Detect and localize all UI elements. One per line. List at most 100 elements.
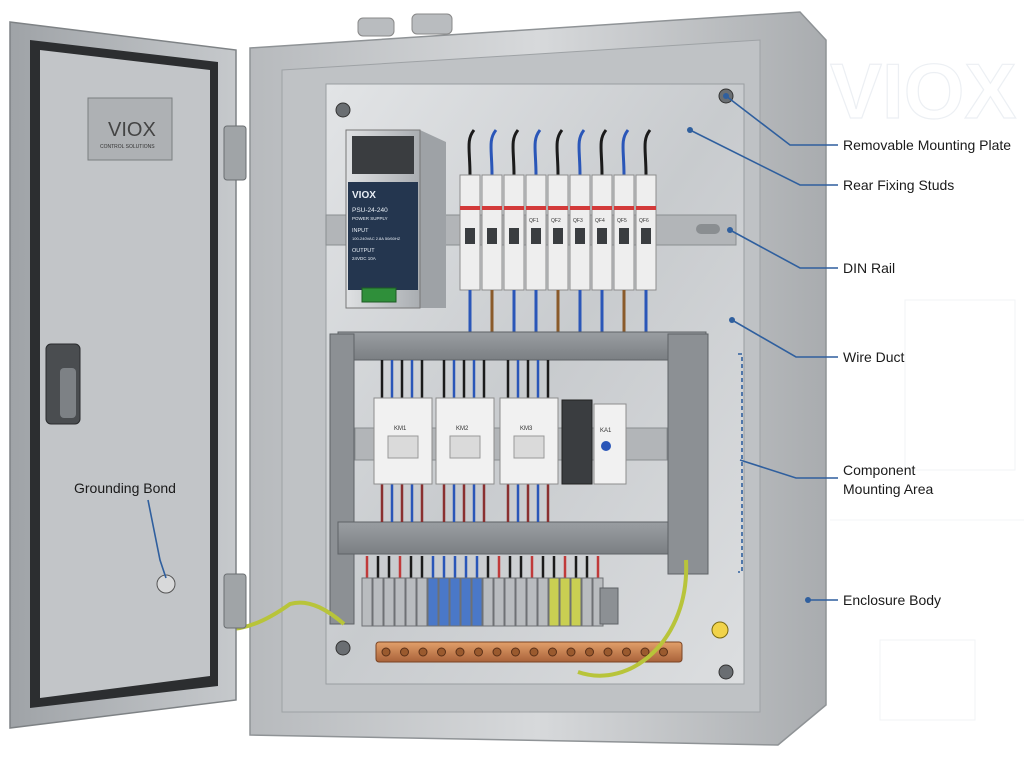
leader-wire-duct (731, 319, 838, 358)
breaker-toggle (553, 228, 563, 244)
bus-screw (492, 647, 502, 657)
contactor-window (449, 435, 481, 459)
latch-handle (60, 368, 76, 418)
breaker-stripe (526, 206, 546, 210)
bus-screw (437, 647, 446, 657)
contactor-label: KM2 (456, 426, 469, 432)
circuit-breaker: QF1 (525, 129, 547, 332)
psu-label-panel (348, 182, 418, 290)
breaker-wire (533, 129, 542, 176)
background-blueprint: VIOX (829, 46, 1024, 721)
terminal-block (405, 556, 417, 627)
label-rear-fixing-studs: Rear Fixing Studs (843, 177, 954, 193)
terminal-body (559, 577, 571, 627)
breaker-toggle (487, 228, 497, 244)
leader-din-rail (729, 229, 838, 269)
psu-brand: VIOX (352, 190, 376, 201)
bus-bar-screws (381, 647, 668, 657)
dot-wire-duct (729, 317, 735, 323)
breaker-stripe (592, 206, 612, 210)
breaker-toggle (597, 228, 607, 244)
bus-screw (455, 647, 465, 657)
leader-component-mounting-area (739, 459, 838, 479)
terminal-block (570, 556, 582, 627)
terminal-body (383, 577, 395, 627)
terminal-body (427, 577, 439, 627)
terminal-body (471, 577, 483, 627)
contactor: KM2 (435, 360, 495, 522)
breaker-wire (577, 129, 586, 176)
terminal-block (581, 556, 593, 627)
terminal-block (449, 556, 461, 627)
terminal-body (482, 577, 494, 627)
terminal-body (493, 577, 505, 627)
terminal-block (416, 556, 428, 627)
terminal-body (449, 577, 461, 627)
breaker-label: QF3 (573, 218, 583, 224)
breaker-wire (621, 129, 630, 176)
breaker-wire (555, 129, 564, 176)
breaker-label: QF6 (639, 218, 649, 224)
duct-left (329, 333, 355, 625)
relay-indicator (601, 441, 611, 451)
terminal-body (515, 577, 527, 627)
circuit-breaker (503, 129, 525, 332)
watermark-logo: VIOX (830, 47, 1016, 135)
power-supply: VIOX PSU-24-240 POWER SUPPLY INPUT 100-2… (345, 129, 446, 309)
overload-body (561, 399, 593, 485)
breaker-wire (511, 129, 520, 176)
ground-symbol (711, 621, 729, 639)
breaker-wire (467, 129, 476, 176)
label-din-rail: DIN Rail (843, 260, 895, 276)
terminal-block (438, 556, 450, 627)
psu-vent (352, 136, 414, 174)
breaker-stripe (636, 206, 656, 210)
circuit-breaker: QF6 (635, 129, 657, 332)
bus-screw (603, 647, 613, 657)
circuit-breaker: QF4 (591, 129, 613, 332)
terminal-block (526, 556, 538, 627)
duct-right (667, 333, 709, 575)
label-component-mounting-area-line2: Mounting Area (843, 481, 933, 497)
contactor: KM3 (499, 360, 559, 522)
terminal-body (460, 577, 472, 627)
duct-middle (337, 521, 669, 555)
terminal-body (416, 577, 428, 627)
terminal-block (383, 556, 395, 627)
label-grounding-bond: Grounding Bond (74, 480, 176, 496)
psu-output-spec: 24VDC 10A (352, 256, 376, 261)
terminal-block (493, 556, 505, 627)
bus-screw (566, 647, 576, 657)
hinge-top (223, 125, 247, 181)
terminal-body (438, 577, 450, 627)
contactor: KM1 (373, 360, 433, 522)
bus-screw (529, 647, 539, 657)
circuit-breaker (481, 129, 503, 332)
label-component-mounting-area-line1: Component (843, 462, 915, 478)
terminal-body (361, 577, 373, 627)
copper-bar (375, 641, 683, 663)
breaker-stripe (482, 206, 502, 210)
breaker-toggle (531, 228, 541, 244)
psu-output-label: OUTPUT (352, 248, 375, 254)
breaker-toggle (509, 228, 519, 244)
terminal-block (504, 556, 516, 627)
breaker-stripe (460, 206, 480, 210)
bus-screw (659, 647, 668, 657)
breaker-toggle (575, 228, 585, 244)
circuit-breaker: QF2 (547, 129, 569, 332)
terminal-body (394, 577, 406, 627)
contactor-window (513, 435, 545, 459)
blueprint-box-2 (879, 639, 976, 721)
bus-screw (418, 647, 428, 657)
breaker-label: QF1 (529, 218, 539, 224)
breaker-toggle (465, 228, 475, 244)
terminal-end-stop (599, 587, 619, 625)
terminal-body (405, 577, 417, 627)
terminal-block (394, 556, 406, 627)
dot-removable-mounting-plate (723, 93, 729, 99)
psu-input-label: INPUT (352, 228, 369, 234)
circuit-breaker: QF3 (569, 129, 591, 332)
breaker-toggle (619, 228, 629, 244)
